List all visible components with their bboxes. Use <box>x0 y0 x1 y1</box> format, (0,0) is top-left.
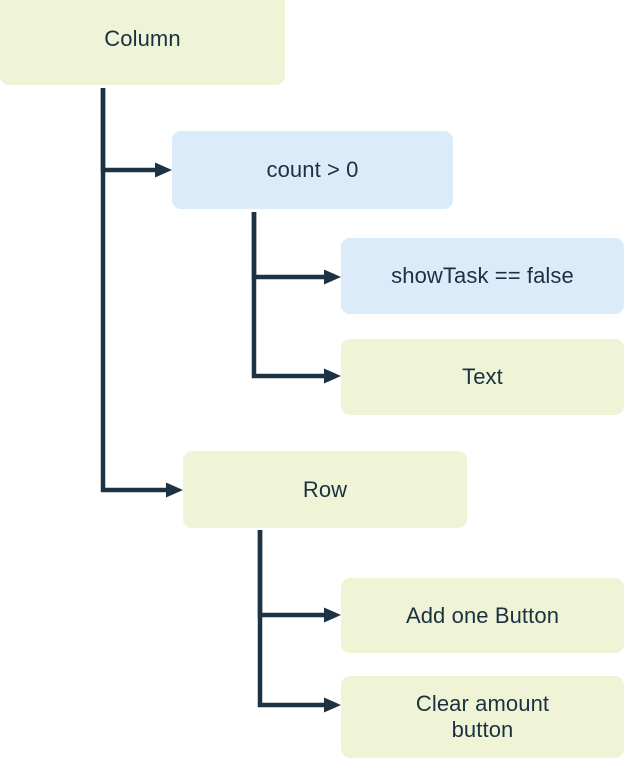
edge-column-to-row <box>100 88 168 493</box>
node-label: Add one Button <box>405 602 560 628</box>
arrowhead-column-to-row <box>166 482 183 498</box>
node-count-gt-0[interactable]: count > 0 <box>172 131 453 209</box>
node-text[interactable]: Text <box>341 339 624 415</box>
arrowhead-count-to-showtask <box>324 269 341 285</box>
node-label: Clear amount button <box>415 691 550 742</box>
arrowhead-row-to-add-one <box>324 607 341 623</box>
node-add-one-button[interactable]: Add one Button <box>341 578 624 653</box>
node-label: Column <box>104 25 181 51</box>
edge-count-to-showtask <box>251 212 326 280</box>
node-column[interactable]: Column <box>0 0 285 85</box>
edge-count-to-text <box>251 212 326 379</box>
edge-column-to-count <box>100 88 157 173</box>
edge-row-to-clear <box>257 530 326 708</box>
arrowhead-count-to-text <box>324 368 341 384</box>
edge-row-to-add-one <box>257 530 326 618</box>
node-label: Text <box>462 364 503 390</box>
node-label: count > 0 <box>266 157 359 183</box>
arrowhead-column-to-count <box>155 162 172 178</box>
node-label: showTask == false <box>391 263 574 289</box>
arrowhead-row-to-clear <box>324 697 341 713</box>
node-row[interactable]: Row <box>183 451 467 528</box>
node-clear-amount-button[interactable]: Clear amount button <box>341 676 624 758</box>
node-label: Row <box>302 476 348 502</box>
node-show-task-false[interactable]: showTask == false <box>341 238 624 314</box>
